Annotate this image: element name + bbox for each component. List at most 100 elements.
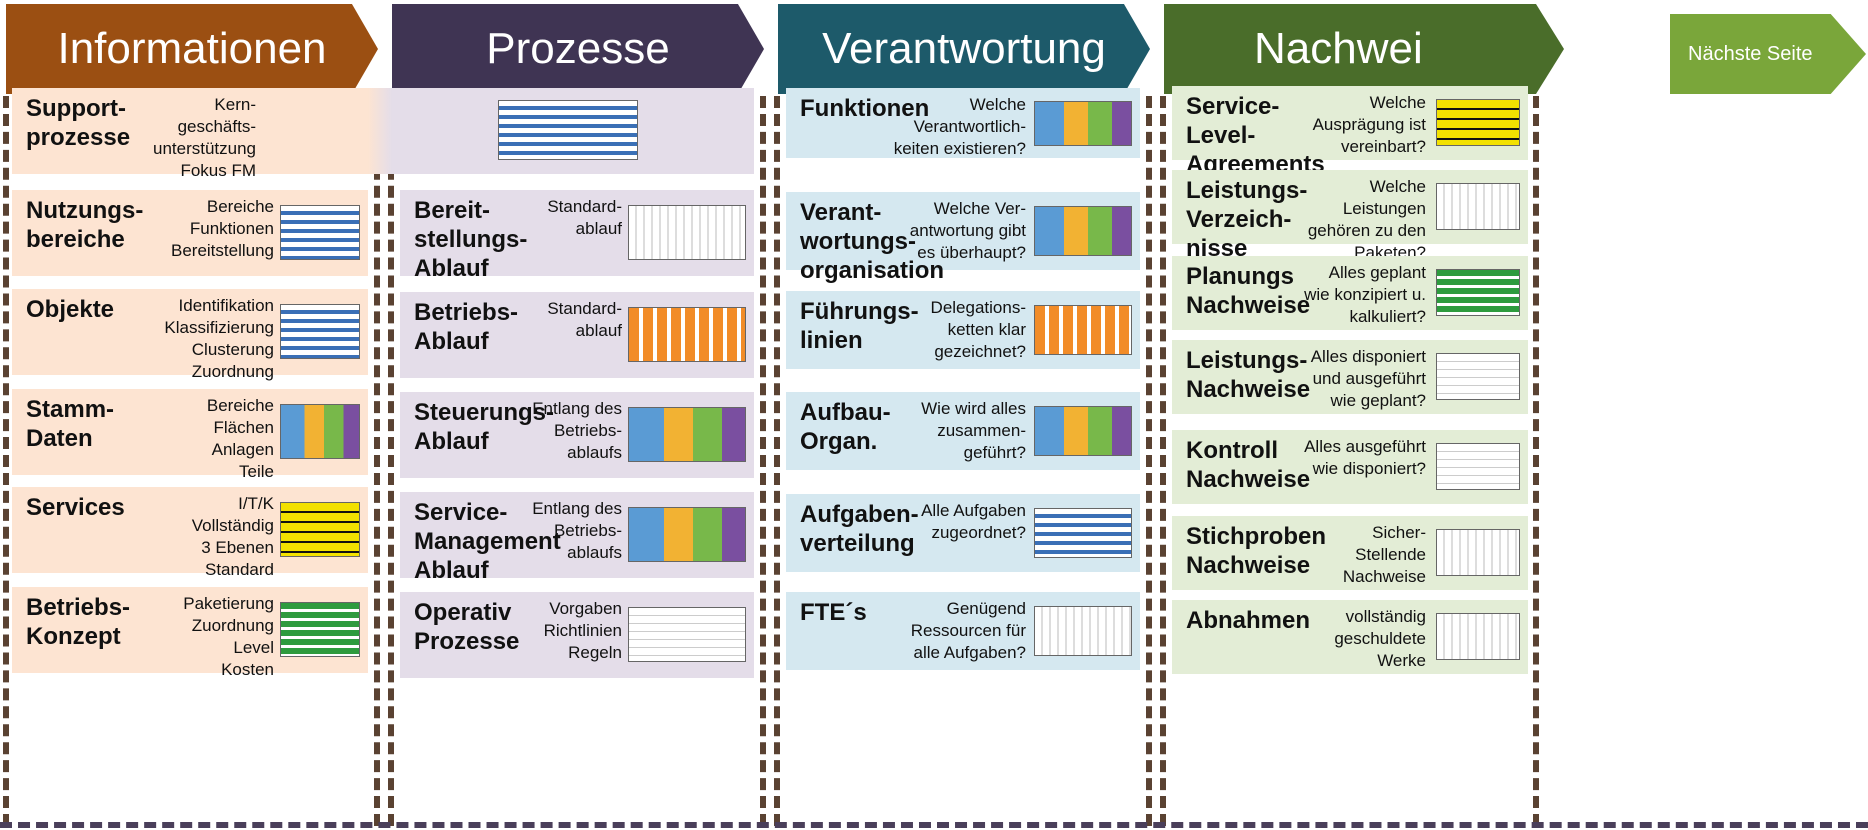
header-nachweise: Nachwei	[1164, 4, 1564, 94]
informationen-row: Betriebs- Konzept Paketierung Zuordnung L…	[12, 587, 368, 679]
row-title: Stichproben Nachweise	[1186, 523, 1327, 579]
row-title: Leistungs- Nachweise	[1186, 347, 1311, 403]
separator-7	[1160, 96, 1166, 826]
row-thumbnail	[1436, 183, 1520, 230]
row-description: Delegations- ketten klar gezeichnet?	[930, 298, 1026, 361]
row-description: Kern- geschäfts- unterstützung Fokus FM	[152, 95, 256, 180]
row-thumbnail	[1034, 305, 1132, 355]
row-title: Operativ Prozesse	[414, 599, 520, 655]
informationen-row: Support- prozesse Kern- geschäfts- unters…	[12, 88, 754, 180]
row-thumbnail	[628, 407, 746, 462]
verantwortung-row: FTE´s Genügend Ressourcen für alle Aufgab…	[786, 592, 1140, 670]
row-description: Standard- ablauf	[547, 197, 622, 238]
informationen-row: Nutzungs- bereiche Bereiche Funktionen Be…	[12, 190, 368, 276]
row-thumbnail	[280, 602, 360, 657]
row-description: Welche Verantwortlich- keiten existieren…	[893, 95, 1026, 158]
row-description: vollständig geschuldete Werke	[1334, 607, 1426, 670]
separator-5	[774, 96, 780, 826]
row-description: Wie wird alles zusammen- geführt?	[921, 399, 1026, 462]
header-informationen: Informationen	[6, 4, 378, 94]
row-title: Support- prozesse	[26, 95, 131, 151]
bottom-border	[0, 822, 1868, 828]
header-verantwortung-label: Verantwortung	[822, 24, 1106, 73]
row-title: Objekte	[26, 296, 115, 323]
row-thumbnail	[628, 507, 746, 562]
separator-4	[760, 96, 766, 826]
row-thumbnail	[628, 307, 746, 362]
row-description: Bereiche Flächen Anlagen Teile	[206, 396, 274, 481]
row-title: Services	[26, 494, 125, 521]
row-title: Führungs- linien	[800, 298, 919, 354]
row-thumbnail	[1034, 101, 1132, 146]
header-informationen-label: Informationen	[57, 24, 327, 73]
row-thumbnail	[280, 502, 360, 557]
row-title: Stamm- Daten	[26, 396, 115, 452]
row-description: Entlang des Betriebs- ablaufs	[532, 499, 622, 562]
row-title: Steuerungs- Ablauf	[414, 399, 555, 455]
row-title: Betriebs- Ablauf	[414, 299, 519, 355]
row-title: Abnahmen	[1186, 607, 1311, 634]
row-description: Vorgaben Richtlinien Regeln	[543, 599, 622, 662]
row-description: Alles disponiert und ausgeführt wie gepl…	[1310, 347, 1426, 410]
next-page-label: Nächste Seite	[1688, 42, 1813, 65]
row-description: Entlang des Betriebs- ablaufs	[532, 399, 622, 462]
row-description: Alles ausgeführt wie disponiert?	[1304, 437, 1426, 478]
separator-1	[3, 96, 9, 826]
row-title: FTE´s	[800, 599, 867, 626]
row-title: Funktionen	[800, 95, 930, 122]
informationen-row: Services I/T/K Vollständig 3 Ebenen Stand…	[12, 487, 368, 579]
row-title: Planungs Nachweise	[1186, 263, 1311, 319]
row-description: Standard- ablauf	[547, 299, 622, 340]
row-description: Genügend Ressourcen für alle Aufgaben?	[910, 599, 1026, 662]
row-thumbnail	[1436, 613, 1520, 660]
prozesse-row: Betriebs- Ablauf Standard- ablauf	[400, 292, 754, 378]
row-title: Betriebs- Konzept	[26, 594, 131, 650]
row-title: Kontroll Nachweise	[1186, 437, 1311, 493]
row-thumbnail	[280, 205, 360, 260]
row-description: Paketierung Zuordnung Level Kosten	[183, 594, 274, 679]
row-title: Bereit- stellungs- Ablauf	[414, 197, 528, 282]
separator-8	[1533, 96, 1539, 826]
row-thumbnail	[1034, 406, 1132, 456]
row-description: Sicher- Stellende Nachweise	[1342, 523, 1426, 586]
separator-6	[1146, 96, 1152, 826]
header-prozesse: Prozesse	[392, 4, 764, 94]
separator-2	[374, 96, 380, 826]
row-thumbnail	[1436, 443, 1520, 490]
row-thumbnail	[1034, 508, 1132, 558]
prozesse-row: Operativ Prozesse Vorgaben Richtlinien Re…	[400, 592, 754, 678]
row-description: I/T/K Vollständig 3 Ebenen Standard	[191, 494, 274, 579]
row-description: Alle Aufgaben zugeordnet?	[921, 501, 1026, 542]
row-thumbnail	[1436, 529, 1520, 576]
row-thumbnail	[280, 304, 360, 359]
header-nachweise-label: Nachwei	[1254, 24, 1423, 73]
row-title: Verant- wortungs- organisation	[800, 199, 945, 284]
header-verantwortung: Verantwortung	[778, 4, 1150, 94]
prozesse-row: Bereit- stellungs- Ablauf Standard- ablau…	[400, 190, 754, 282]
row-thumbnail	[1436, 353, 1520, 400]
row-title: Nutzungs- bereiche	[26, 197, 144, 253]
separator-3	[388, 96, 394, 826]
row-thumbnail	[628, 607, 746, 662]
row-description: Welche Ausprägung ist vereinbart?	[1312, 93, 1426, 156]
next-page-button[interactable]: Nächste Seite	[1670, 14, 1866, 94]
verantwortung-row: Aufbau- Organ. Wie wird alles zusammen- g…	[786, 392, 1140, 470]
row-title: Service- Management Ablauf	[414, 499, 561, 584]
row-description: Welche Leistungen gehören zu den Paketen…	[1307, 177, 1426, 262]
row-title: Aufbau- Organ.	[800, 399, 891, 455]
nachweise-row: Abnahmen vollständig geschuldete Werke	[1172, 600, 1528, 674]
row-title: Aufgaben- verteilung	[800, 501, 919, 557]
row-description: Alles geplant wie konzipiert u. kalkulie…	[1304, 263, 1426, 326]
informationen-row: Stamm- Daten Bereiche Flächen Anlagen Tei…	[12, 389, 368, 481]
row-description: Bereiche Funktionen Bereitstellung	[170, 197, 274, 260]
